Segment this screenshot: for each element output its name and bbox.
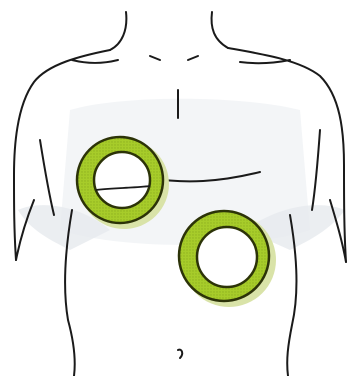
neck-left-line	[110, 12, 126, 50]
body-shading	[18, 99, 345, 250]
left-clavicle-line	[72, 60, 118, 63]
left-axilla-line	[40, 140, 54, 215]
sternal-notch-mark	[150, 56, 198, 60]
neck-right-line	[212, 12, 228, 48]
right-axilla-line	[312, 130, 320, 210]
navel-mark	[178, 350, 182, 358]
right-clavicle-line	[240, 60, 290, 63]
